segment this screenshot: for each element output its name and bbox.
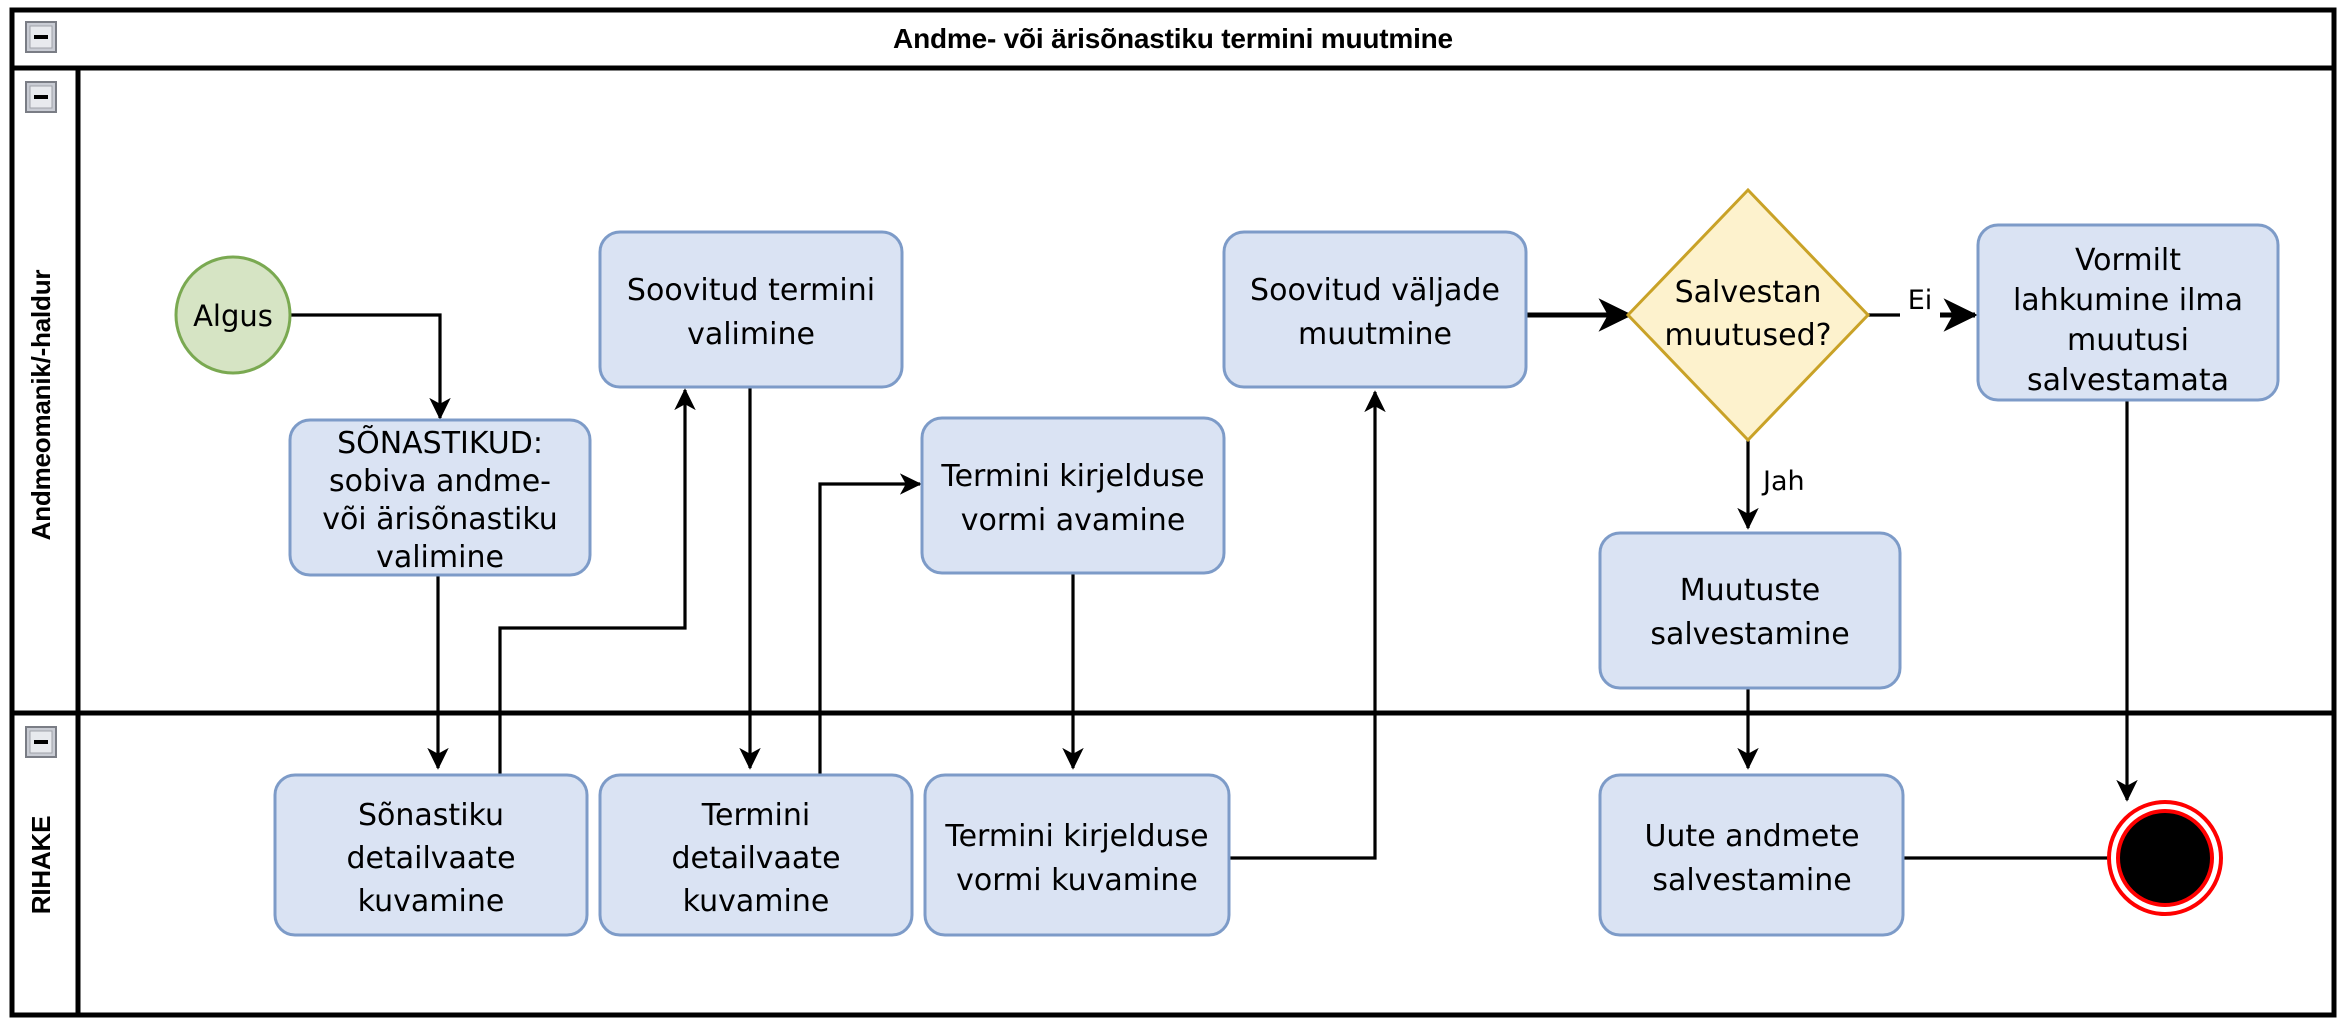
task-vormi-kuvamine-line-1: Termini kirjelduse	[944, 819, 1208, 854]
task-termini-valimine-line-2: valimine	[687, 317, 815, 352]
task-sonastiku-detailvaade-shape	[273, 773, 589, 937]
sequence-flows: Ei Jah	[290, 285, 2138, 869]
gateway-salvestan-shape	[1625, 187, 1871, 443]
task-muutuste-salvestamine-line-1: Muutuste	[1680, 573, 1821, 608]
task-valjade-muutmine-line-1: Soovitud väljade	[1250, 273, 1500, 308]
node-task-vormi-avamine[interactable]: Termini kirjelduse vormi avamine	[920, 416, 1226, 575]
flow-start-to-sonastikud	[290, 313, 451, 420]
pool-title: Andme- või ärisõnastiku termini muutmine	[893, 23, 1453, 54]
task-sonastiku-detailvaade-line-2: detailvaate	[346, 841, 515, 876]
task-vormilt-lahkumine-line-3: muutusi	[2067, 323, 2189, 358]
node-task-vormilt-lahkumine[interactable]: Vormilt lahkumine ilma muutusi salvestam…	[1976, 223, 2280, 402]
lane-collapse-icon-system[interactable]	[25, 726, 57, 758]
pool-collapse-icon[interactable]	[25, 21, 57, 53]
task-vormi-avamine-shape	[920, 416, 1226, 575]
task-sonastiku-detailvaade-line-1: Sõnastiku	[358, 798, 504, 833]
node-gateway-salvestan[interactable]: Salvestan muutused?	[1625, 187, 1871, 443]
node-task-termini-detailvaade[interactable]: Termini detailvaate kuvamine	[598, 773, 914, 937]
task-sonastikud-line-3: või ärisõnastiku	[322, 502, 558, 537]
pool-border	[9, 7, 2337, 1018]
node-start-event[interactable]: Algus	[174, 255, 292, 375]
node-end-event[interactable]	[2107, 800, 2223, 916]
pool-frame	[9, 7, 2337, 1018]
task-valjade-muutmine-line-2: muutmine	[1298, 317, 1452, 352]
task-vormilt-lahkumine-line-1: Vormilt	[2075, 243, 2181, 278]
task-sonastikud-line-4: valimine	[376, 540, 504, 575]
task-termini-detailvaade-line-3: kuvamine	[683, 884, 830, 919]
task-sonastiku-detailvaade-line-3: kuvamine	[358, 884, 505, 919]
node-task-valjade-muutmine[interactable]: Soovitud väljade muutmine	[1222, 230, 1528, 389]
lane-title-system: RIHAKE	[26, 816, 56, 914]
lane-collapse-icon-actor[interactable]	[25, 81, 57, 113]
task-sonastikud-shape	[288, 418, 592, 577]
end-event-inner-disc	[2116, 809, 2214, 907]
task-vormilt-lahkumine-shape	[1976, 223, 2280, 402]
node-task-vormi-kuvamine[interactable]: Termini kirjelduse vormi kuvamine	[923, 773, 1231, 937]
flow-label-ei: Ei	[1908, 285, 1933, 316]
task-termini-detailvaade-line-2: detailvaate	[671, 841, 840, 876]
node-task-termini-valimine[interactable]: Soovitud termini valimine	[598, 230, 904, 389]
flow-termini-detail-to-vormi-avamine	[818, 473, 922, 787]
task-muutuste-salvestamine-line-2: salvestamine	[1650, 617, 1849, 652]
task-sonastikud-line-1: SÕNASTIKUD:	[337, 424, 543, 461]
flow-sonastiku-detail-to-termini-valimine	[498, 388, 696, 787]
task-termini-valimine-shape	[598, 230, 904, 389]
task-vormilt-lahkumine-line-4: salvestamata	[2027, 363, 2229, 398]
task-vormilt-lahkumine-line-2: lahkumine ilma	[2013, 283, 2243, 318]
task-vormi-avamine-line-2: vormi avamine	[961, 503, 1186, 538]
task-vormi-kuvamine-line-2: vormi kuvamine	[956, 863, 1198, 898]
task-muutuste-salvestamine-shape	[1598, 531, 1902, 690]
node-task-sonastikud[interactable]: SÕNASTIKUD: sobiva andme- või ärisõnasti…	[288, 418, 592, 577]
gateway-salvestan-line-2: muutused?	[1664, 318, 1831, 353]
gateway-salvestan-line-1: Salvestan	[1675, 275, 1822, 310]
task-vormi-kuvamine-shape	[923, 773, 1231, 937]
task-termini-valimine-line-1: Soovitud termini	[627, 273, 875, 308]
start-event-circle	[174, 255, 292, 375]
node-task-uute-andmete-salvestamine[interactable]: Uute andmete salvestamine	[1598, 773, 1905, 937]
flow-vormi-kuvamine-to-valjade-muutmine	[1229, 390, 1386, 860]
task-vormi-avamine-line-1: Termini kirjelduse	[940, 459, 1204, 494]
task-uute-andmete-salvestamine-line-1: Uute andmete	[1644, 819, 1859, 854]
flow-label-jah: Jah	[1761, 466, 1805, 497]
task-sonastikud-line-2: sobiva andme-	[329, 464, 551, 499]
start-event-label: Algus	[193, 299, 273, 333]
task-termini-detailvaade-line-1: Termini	[701, 798, 810, 833]
lane-title-actor: Andmeomanik/-haldur	[26, 270, 56, 541]
task-uute-andmete-salvestamine-line-2: salvestamine	[1652, 863, 1851, 898]
node-task-muutuste-salvestamine[interactable]: Muutuste salvestamine	[1598, 531, 1902, 690]
task-termini-detailvaade-shape	[598, 773, 914, 937]
task-uute-andmete-salvestamine-shape	[1598, 773, 1905, 937]
task-valjade-muutmine-shape	[1222, 230, 1528, 389]
node-task-sonastiku-detailvaade[interactable]: Sõnastiku detailvaate kuvamine	[273, 773, 589, 937]
